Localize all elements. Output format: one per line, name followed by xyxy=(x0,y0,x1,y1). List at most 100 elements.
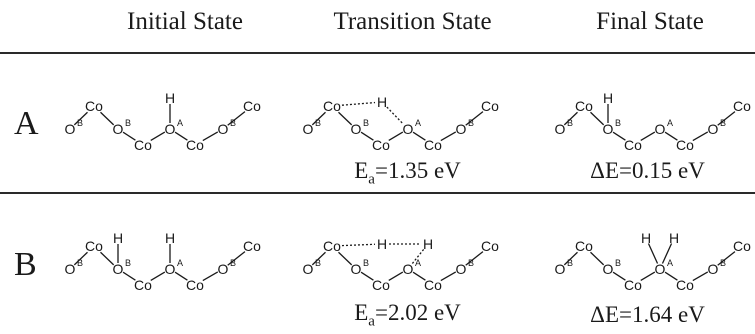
structure-b-transition-bond xyxy=(338,251,353,266)
structure-b-final-atom-o2: O xyxy=(603,261,614,277)
structure-b-transition-bond xyxy=(412,271,426,281)
row-label-b: B xyxy=(14,246,37,283)
structure-b-final-bond xyxy=(717,251,736,266)
structure-b-final-site-label-o2: B xyxy=(615,258,621,268)
structure-a-initial-bond xyxy=(100,111,115,126)
structure-b-transition-bond xyxy=(440,271,457,282)
structure-b-initial-atom-h2: H xyxy=(165,230,175,246)
structure-a-final-bond xyxy=(612,131,626,141)
structure-a-initial-atom-co2: Co xyxy=(134,137,152,153)
structure-a-transition-bond xyxy=(440,131,457,142)
structure-a-transition-atom-co3: Co xyxy=(424,137,442,153)
structure-a-initial-site-label-o1: B xyxy=(77,118,83,128)
structure-a-final-atom-o2: O xyxy=(603,121,614,137)
row-divider xyxy=(0,192,755,194)
structure-a-initial-atom-o3: O xyxy=(165,121,176,137)
structure-b-final-atom-h2: H xyxy=(669,230,679,246)
structure-a-initial-atom-o1: O xyxy=(65,121,76,137)
structure-a-initial-atom-o2: O xyxy=(113,121,124,137)
structure-a-transition-bond xyxy=(338,111,353,126)
structure-b-transition-dashed-bond xyxy=(411,249,425,264)
structure-a-transition-atom-co1: Co xyxy=(323,98,341,114)
structure-b-initial-site-label-o1: B xyxy=(77,258,83,268)
structure-a-initial-atom-h1: H xyxy=(165,90,175,106)
structure-b-final-atom-co4: Co xyxy=(733,238,751,254)
structure-b-final-atom-co1: Co xyxy=(575,238,593,254)
structure-b-transition-dashed-bond xyxy=(341,243,376,247)
structure-a-final-site-label-o4: B xyxy=(720,118,726,128)
structure-b-final-bond xyxy=(692,271,709,282)
structure-b-initial-atom-co4: Co xyxy=(243,238,261,254)
structure-a-transition-bond xyxy=(388,131,404,141)
structure-a-transition-bond xyxy=(311,111,326,126)
structure-a-transition-atom-o1: O xyxy=(303,121,314,137)
structure-b-transition-atom-co3: Co xyxy=(424,277,442,293)
structure-b-initial-atom-o1: O xyxy=(65,261,76,277)
structure-b-final-bond xyxy=(647,243,659,264)
structure-a-transition-bond xyxy=(412,131,426,141)
structure-b-final-site-label-o3: A xyxy=(667,258,673,268)
structure-a-transition-atom-co2: Co xyxy=(372,137,390,153)
structure-b-final-bond xyxy=(563,251,578,266)
structure-a-final-site-label-o1: B xyxy=(567,118,573,128)
structure-a-final-atom-o4: O xyxy=(708,121,719,137)
structure-b-transition-bond xyxy=(311,251,326,266)
structure-b-initial-bond xyxy=(202,271,219,282)
structure-b-final-atom-o1: O xyxy=(555,261,566,277)
structure-b-transition-atom-co2: Co xyxy=(372,277,390,293)
reaction-energy-b: ΔE=1.64 eV xyxy=(590,302,705,327)
structure-a-initial-site-label-o2: B xyxy=(125,118,131,128)
structure-a-final-atom-o1: O xyxy=(555,121,566,137)
structure-b-initial-atom-co2: Co xyxy=(134,277,152,293)
structure-a-transition-atom-co4: Co xyxy=(481,98,499,114)
structure-a-initial-bond xyxy=(73,111,88,126)
activation-energy-a: Ea=1.35 eV xyxy=(354,158,461,188)
structure-b-final-atom-o3: O xyxy=(655,261,666,277)
structure-b-final-bond xyxy=(640,271,656,281)
structure-b-transition-bond xyxy=(360,271,374,281)
structure-b-initial-site-label-o2: B xyxy=(125,258,131,268)
structure-a-initial-bond xyxy=(150,131,166,141)
structure-b-final-bond xyxy=(612,271,626,281)
structure-b-final-bond xyxy=(590,251,605,266)
structure-a-initial-bond xyxy=(202,131,219,142)
structure-b-initial-bond xyxy=(122,271,136,281)
structure-a-final-atom-h1: H xyxy=(603,90,613,106)
structure-a-initial-atom-co4: Co xyxy=(243,98,261,114)
structure-b-initial-atom-o2: O xyxy=(113,261,124,277)
structure-b-transition-site-label-o3: A xyxy=(415,258,421,268)
header-initial-state: Initial State xyxy=(127,8,243,35)
structure-a-transition-site-label-o2: B xyxy=(363,118,369,128)
structure-b-transition-bond xyxy=(388,271,404,281)
structure-b-transition-atom-o1: O xyxy=(303,261,314,277)
structure-a-final-site-label-o2: B xyxy=(615,118,621,128)
structure-b-transition-atom-o3: O xyxy=(403,261,414,277)
structure-a-transition-site-label-o1: B xyxy=(315,118,321,128)
structure-a-transition-site-label-o4: B xyxy=(468,118,474,128)
structure-a-initial-site-label-o4: B xyxy=(230,118,236,128)
structure-a-final-atom-co2: Co xyxy=(624,137,642,153)
structure-a-final-atom-co1: Co xyxy=(575,98,593,114)
structure-b-initial-bond xyxy=(174,271,188,281)
structure-a-initial-atom-o4: O xyxy=(218,121,229,137)
structure-b-initial-site-label-o4: B xyxy=(230,258,236,268)
structure-a-transition-atom-h1: H xyxy=(377,94,387,110)
structure-a-initial-bond xyxy=(174,131,188,141)
structure-b-initial-atom-o3: O xyxy=(165,261,176,277)
structure-a-transition-atom-o4: O xyxy=(456,121,467,137)
structure-a-initial-bond xyxy=(122,131,136,141)
structure-a-transition-site-label-o3: A xyxy=(415,118,421,128)
structure-a-transition-atom-o2: O xyxy=(351,121,362,137)
header-transition-state: Transition State xyxy=(333,8,492,35)
structure-b-transition-site-label-o1: B xyxy=(315,258,321,268)
structure-a-final-site-label-o3: A xyxy=(667,118,673,128)
row-label-a: A xyxy=(14,105,39,142)
structure-b-final-bond xyxy=(661,243,673,264)
structure-b-transition-bond xyxy=(465,251,484,266)
structure-a-initial-site-label-o3: A xyxy=(177,118,183,128)
